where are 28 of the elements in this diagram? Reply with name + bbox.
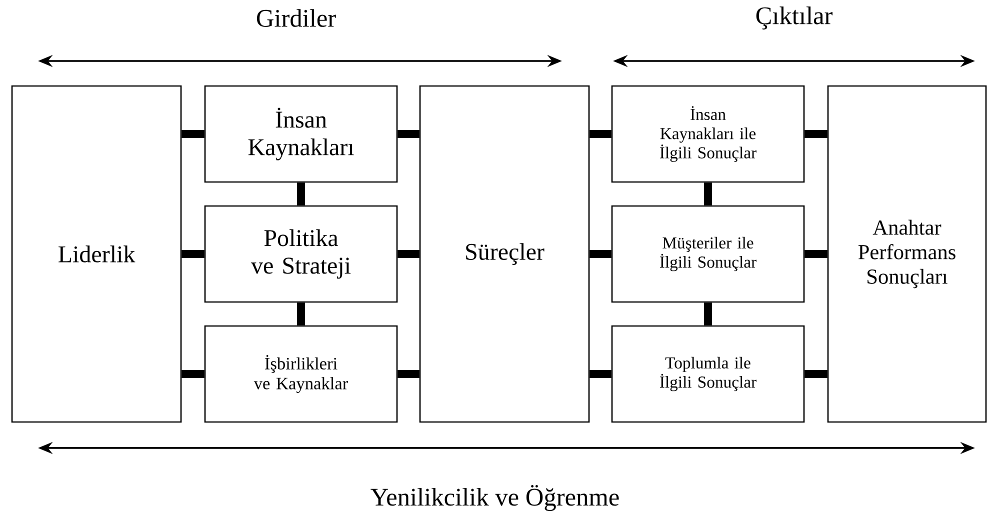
connector-bar <box>590 130 612 138</box>
enabler-box: İşbirlikleri ve Kaynaklar <box>204 325 398 423</box>
result-box: Anahtar Performans Sonuçları <box>827 85 987 423</box>
result-box: Toplumla ile İlgili Sonuçlar <box>611 325 805 423</box>
enabler-box: Liderlik <box>11 85 182 423</box>
section-label: Girdiler <box>256 9 336 27</box>
connector-bar <box>297 182 305 206</box>
connector-bar <box>804 370 828 378</box>
connector-bar <box>590 370 612 378</box>
connector-bar <box>398 370 420 378</box>
connector-bar <box>182 250 204 258</box>
connector-bar <box>804 130 828 138</box>
connector-bar <box>297 302 305 326</box>
connector-bar <box>590 250 612 258</box>
connector-bar <box>704 302 712 326</box>
connector-bar <box>398 130 420 138</box>
enabler-box: İnsan Kaynakları <box>204 85 398 183</box>
connector-bar <box>182 370 204 378</box>
section-label: Yenilikcilik ve Öğrenme <box>370 485 619 511</box>
connector-bar <box>704 182 712 206</box>
process-box: Süreçler <box>419 85 590 423</box>
enabler-box: Politika ve Strateji <box>204 205 398 303</box>
result-box: Müşteriler ile İlgili Sonuçlar <box>611 205 805 303</box>
result-box: İnsan Kaynakları ile İlgili Sonuçlar <box>611 85 805 183</box>
section-label: Çıktılar <box>756 6 832 30</box>
connector-bar <box>182 130 204 138</box>
connector-bar <box>804 250 828 258</box>
connector-bar <box>398 250 420 258</box>
